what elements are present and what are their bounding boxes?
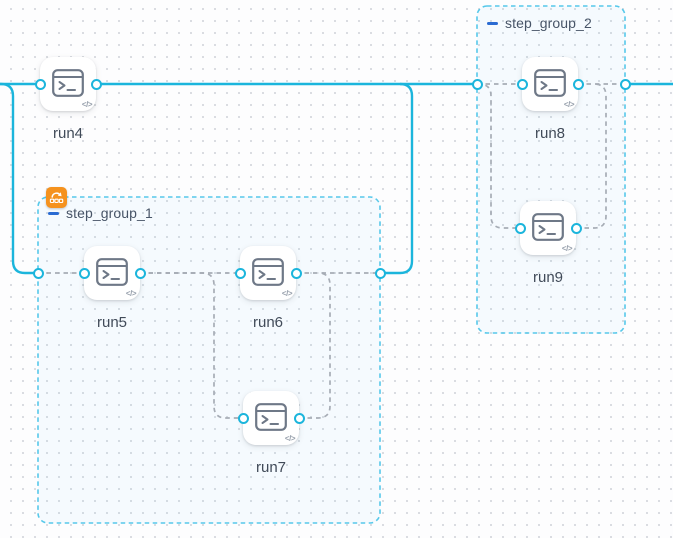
node-label: run4 xyxy=(52,125,84,142)
port-group2-out[interactable] xyxy=(619,78,631,90)
port-group1-in[interactable] xyxy=(32,267,44,279)
terminal-icon xyxy=(52,68,84,97)
group2-header: step_group_2 xyxy=(487,13,592,33)
port-run9-right[interactable] xyxy=(570,222,582,234)
port-group1-out[interactable] xyxy=(374,267,386,279)
code-icon: </> xyxy=(563,100,575,109)
port-run6-right[interactable] xyxy=(290,267,302,279)
edge-group2-in-to-run9[interactable] xyxy=(477,83,520,229)
node-label: run8 xyxy=(534,125,566,142)
node-card[interactable]: </> xyxy=(40,57,96,111)
node-run9[interactable]: </> run9 xyxy=(520,201,576,286)
node-label: run9 xyxy=(532,269,564,286)
group-step-group-2[interactable] xyxy=(476,5,626,334)
node-run4[interactable]: </> run4 xyxy=(40,57,96,142)
node-run6[interactable]: </> run6 xyxy=(240,246,296,331)
node-label: run6 xyxy=(252,314,284,331)
node-run8[interactable]: </> run8 xyxy=(522,57,578,142)
edge-group1-out-merge[interactable] xyxy=(380,82,414,275)
group-label: step_group_2 xyxy=(505,15,592,31)
node-label: run5 xyxy=(96,314,128,331)
minus-icon[interactable] xyxy=(48,211,59,215)
node-card[interactable]: </> xyxy=(240,246,296,300)
port-group2-in[interactable] xyxy=(471,78,483,90)
port-run7-right[interactable] xyxy=(293,412,305,424)
node-run5[interactable]: </> run5 xyxy=(84,246,140,331)
port-run8-left[interactable] xyxy=(516,78,528,90)
terminal-icon xyxy=(252,257,284,286)
node-card[interactable]: </> xyxy=(243,391,299,445)
terminal-icon xyxy=(96,257,128,286)
group-label: step_group_1 xyxy=(66,205,153,221)
terminal-icon xyxy=(255,402,287,431)
node-card[interactable]: </> xyxy=(522,57,578,111)
loop-matrix-badge xyxy=(46,187,67,208)
minus-icon[interactable] xyxy=(487,21,498,25)
edge-run9-to-group2-out[interactable] xyxy=(576,83,607,229)
port-run4-right[interactable] xyxy=(90,78,102,90)
node-label: run7 xyxy=(255,459,287,476)
terminal-icon xyxy=(532,212,564,241)
port-run8-right[interactable] xyxy=(572,78,584,90)
port-run7-left[interactable] xyxy=(237,412,249,424)
terminal-icon xyxy=(534,68,566,97)
edge-run7-to-group1-out[interactable] xyxy=(299,272,331,419)
code-icon: </> xyxy=(125,289,137,298)
code-icon: </> xyxy=(81,100,93,109)
node-card[interactable]: </> xyxy=(520,201,576,255)
edge-run5-to-run7[interactable] xyxy=(140,272,243,419)
node-card[interactable]: </> xyxy=(84,246,140,300)
port-run4-left[interactable] xyxy=(34,78,46,90)
code-icon: </> xyxy=(561,244,573,253)
port-run6-left[interactable] xyxy=(234,267,246,279)
port-run5-right[interactable] xyxy=(134,267,146,279)
code-icon: </> xyxy=(281,289,293,298)
group1-header: step_group_1 xyxy=(48,203,153,223)
node-run7[interactable]: </> run7 xyxy=(243,391,299,476)
edge-in-to-group1[interactable] xyxy=(0,82,38,275)
port-run5-left[interactable] xyxy=(78,267,90,279)
port-run9-left[interactable] xyxy=(514,222,526,234)
loop-matrix-icon xyxy=(49,192,64,204)
code-icon: </> xyxy=(284,434,296,443)
